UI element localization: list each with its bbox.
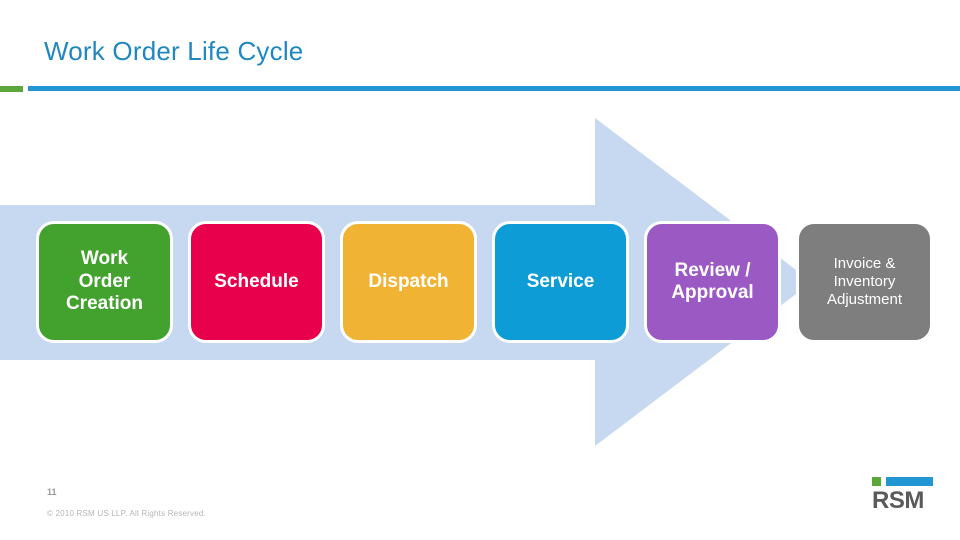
stage-label: Schedule — [214, 270, 299, 292]
stage-box-review-approval[interactable]: Review / Approval — [644, 221, 781, 343]
page-title: Work Order Life Cycle — [44, 36, 304, 66]
stage-label: Invoice & Inventory Adjustment — [826, 255, 903, 308]
title-divider — [0, 86, 960, 92]
stage-box-schedule[interactable]: Schedule — [188, 221, 325, 343]
logo-wordmark: RSM — [872, 487, 924, 514]
stage-label: Review / Approval — [671, 259, 754, 303]
stage-label: Work Order Creation — [65, 248, 144, 315]
stage-box-dispatch[interactable]: Dispatch — [340, 221, 477, 343]
stage-label: Service — [526, 270, 595, 292]
divider-blue-segment — [28, 86, 960, 91]
stage-box-service[interactable]: Service — [492, 221, 629, 343]
page-number: 11 — [47, 487, 57, 497]
rsm-logo: RSM — [872, 477, 940, 519]
logo-green-square-icon — [872, 477, 881, 486]
logo-blue-bar-icon — [886, 477, 933, 486]
copyright-notice: © 2010 RSM US LLP. All Rights Reserved. — [47, 509, 206, 518]
stage-label: Dispatch — [368, 270, 449, 292]
stage-box-work-order-creation[interactable]: Work Order Creation — [36, 221, 173, 343]
divider-green-segment — [0, 86, 23, 92]
stage-box-invoice-inventory-adjustment[interactable]: Invoice & Inventory Adjustment — [796, 221, 933, 343]
